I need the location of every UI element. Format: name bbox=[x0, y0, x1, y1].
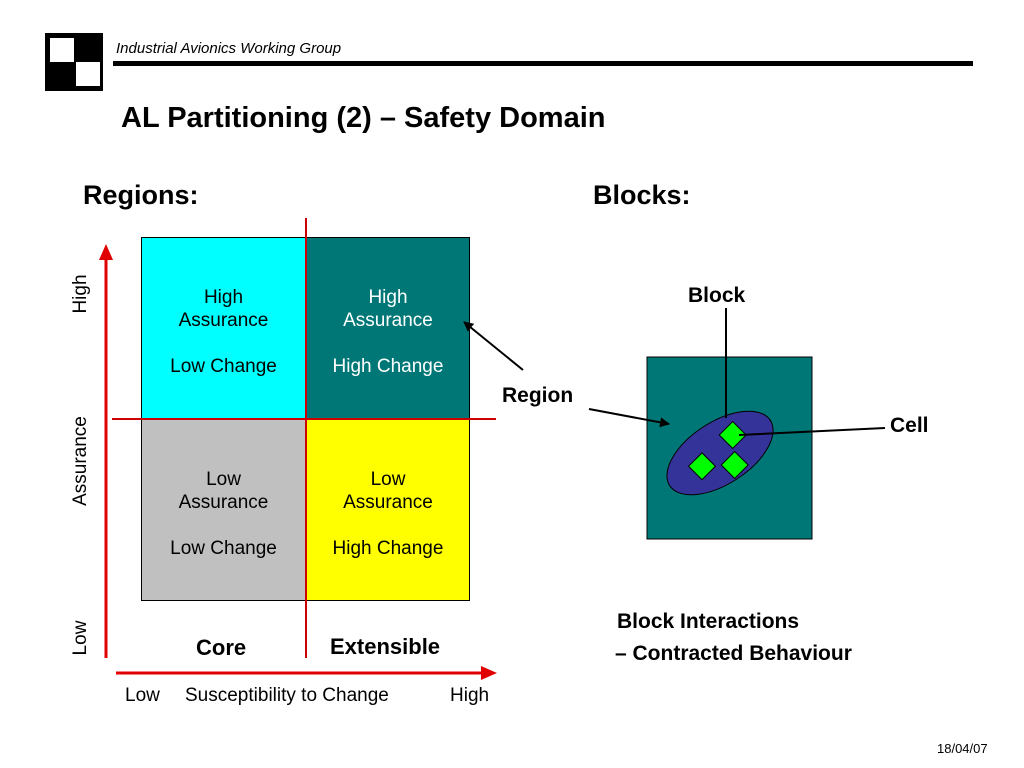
cell-label: Cell bbox=[890, 414, 929, 437]
blocks-heading: Blocks: bbox=[593, 180, 691, 210]
quadrant-change-label: High Change bbox=[332, 356, 444, 377]
quadrant-assurance-line-2: Assurance bbox=[178, 492, 269, 513]
quadrant-assurance-line-1: Low bbox=[370, 469, 406, 490]
extensible-label: Extensible bbox=[330, 634, 441, 659]
x-axis-high-label: High bbox=[450, 685, 490, 706]
region-label: Region bbox=[502, 384, 574, 407]
quadrant-high-assurance-high-change: High Assurance High Change bbox=[306, 237, 470, 419]
core-label: Core bbox=[196, 635, 247, 660]
quadrant-assurance-line-2: Assurance bbox=[343, 492, 433, 513]
quadrant-low-assurance-low-change: Low Assurance Low Change bbox=[141, 419, 306, 601]
regions-heading: Regions: bbox=[83, 180, 199, 210]
cell-pointer-line bbox=[738, 427, 886, 436]
block-interactions-line-2: – Contracted Behaviour bbox=[615, 642, 852, 665]
x-axis-title: Susceptibility to Change bbox=[185, 685, 389, 706]
region-pointer-arrow bbox=[463, 321, 524, 371]
iawg-logo bbox=[45, 33, 103, 91]
cell-square bbox=[720, 450, 749, 480]
cell-square bbox=[718, 420, 747, 450]
cell-square bbox=[687, 452, 717, 481]
header-rule bbox=[113, 61, 973, 66]
quadrant-change-label: Low Change bbox=[170, 538, 277, 559]
quadrant-assurance-line-2: Assurance bbox=[343, 310, 433, 331]
quadrant-high-assurance-low-change: High Assurance Low Change bbox=[141, 237, 306, 419]
quadrant-assurance-line-1: High bbox=[368, 287, 408, 308]
y-axis-high-label: High bbox=[70, 274, 91, 314]
quadrant-assurance-line-1: Low bbox=[206, 469, 241, 490]
y-axis-low-label: Low bbox=[70, 620, 91, 656]
block-label: Block bbox=[688, 284, 746, 307]
quadrant-assurance-line-2: Assurance bbox=[178, 310, 269, 331]
block-diagram-block bbox=[666, 410, 774, 496]
org-name: Industrial Avionics Working Group bbox=[116, 40, 342, 57]
region-block-pointer-arrow bbox=[588, 408, 670, 428]
y-axis-title: Assurance bbox=[70, 416, 91, 506]
logo-quadrant bbox=[50, 38, 74, 62]
quadrant-assurance-line-1: High bbox=[203, 287, 244, 308]
y-axis-arrowhead bbox=[99, 244, 113, 260]
block-interactions-line-1: Block Interactions bbox=[617, 610, 800, 633]
slide-title: AL Partitioning (2) – Safety Domain bbox=[121, 102, 606, 134]
logo-quadrant bbox=[76, 62, 100, 86]
quadrant-change-label: Low Change bbox=[170, 356, 277, 377]
x-axis-low-label: Low bbox=[125, 685, 160, 706]
quadrant-change-label: High Change bbox=[332, 538, 444, 559]
footer-date: 18/04/07 bbox=[937, 741, 988, 756]
x-axis-arrowhead bbox=[481, 666, 497, 680]
quadrant-low-assurance-high-change: Low Assurance High Change bbox=[306, 419, 470, 601]
